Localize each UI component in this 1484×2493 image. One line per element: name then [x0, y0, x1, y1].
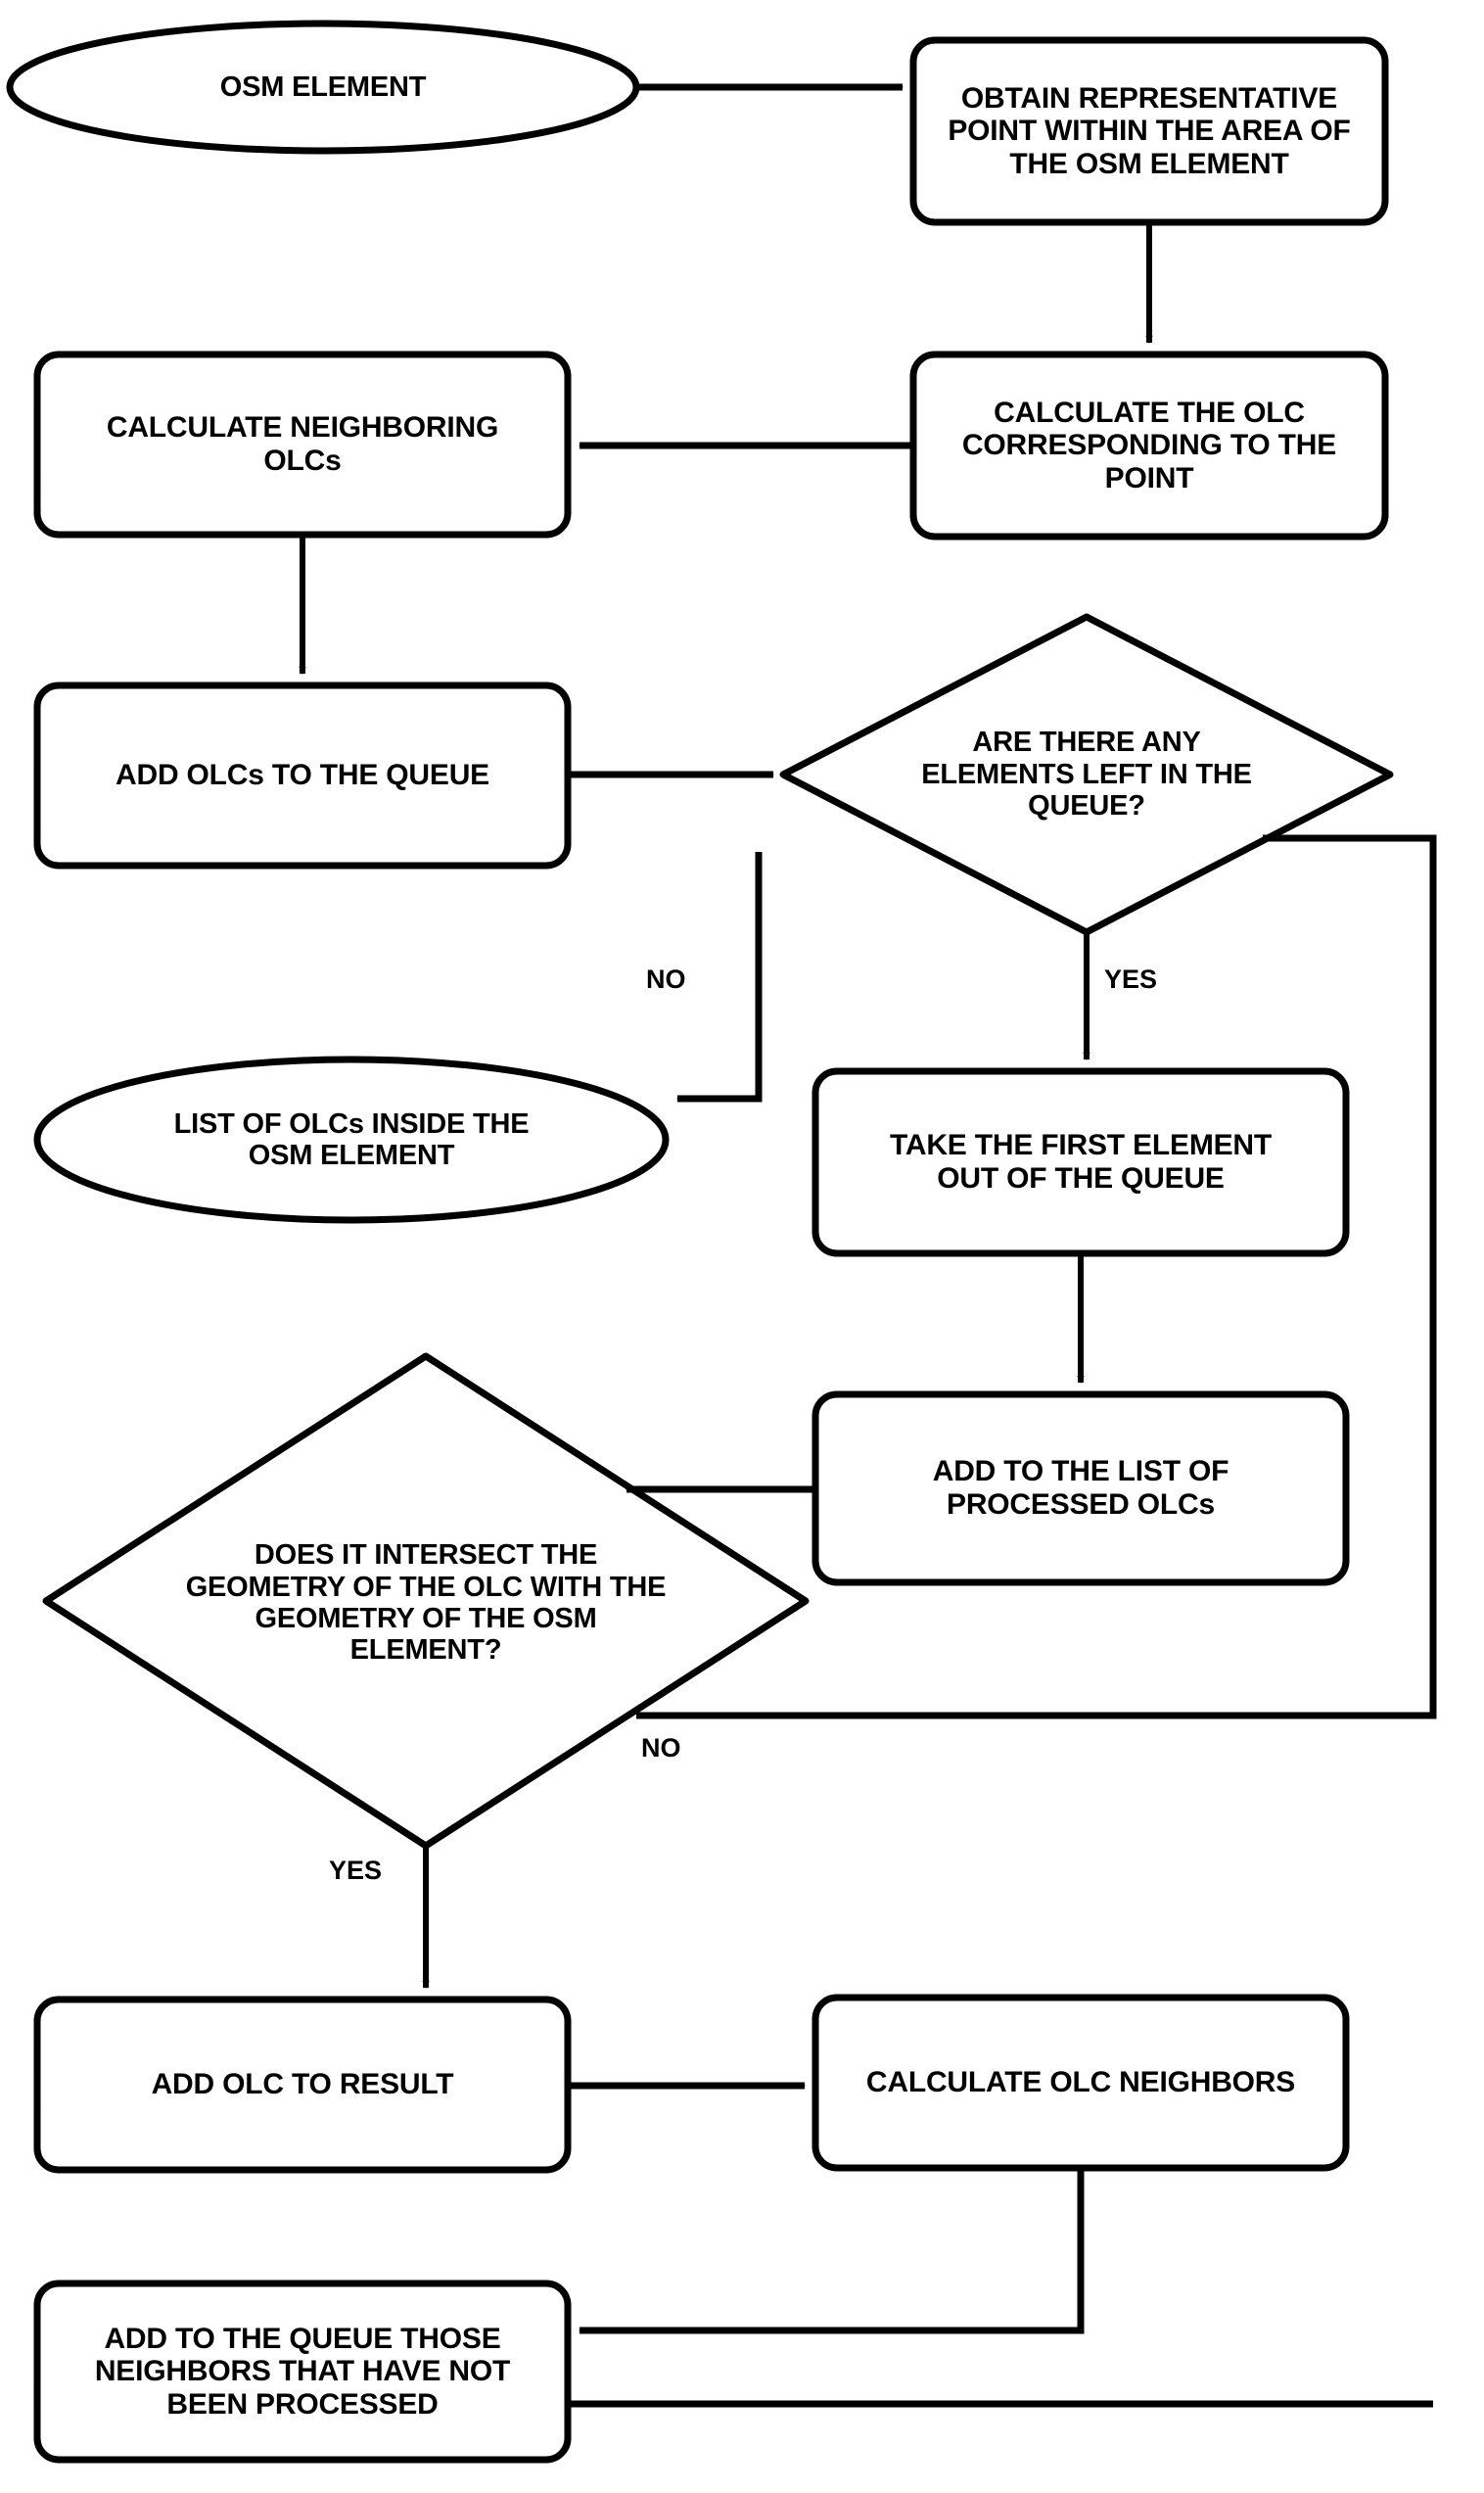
node-calculate-olc-for-point [909, 351, 1389, 541]
node-take-first-element [812, 1067, 1350, 1257]
edge-intersect-no-to-decision [636, 834, 1437, 1719]
node-add-olcs-to-queue [33, 682, 572, 870]
edge-label-intersect-no: NO [641, 1733, 681, 1763]
node-osm-element [6, 20, 640, 155]
node-add-to-processed-list [812, 1390, 1350, 1586]
edge-label-intersect-yes: YES [329, 1856, 383, 1885]
edge-calc-neighbors-to-add-unprocessed [579, 2168, 1085, 2334]
edge-decision-no-to-list [676, 852, 763, 1103]
node-add-olc-to-result [33, 1996, 572, 2174]
node-does-it-intersect [42, 1352, 810, 1850]
node-obtain-representative-point [909, 36, 1389, 226]
node-calculate-olc-neighbors [812, 1994, 1350, 2172]
edge-label-queue-yes: YES [1104, 964, 1158, 994]
node-add-unprocessed-neighbors-to-queue [33, 2280, 572, 2464]
node-calculate-neighboring-olcs [33, 351, 572, 539]
edge-label-queue-no: NO [646, 964, 686, 994]
node-elements-left-in-queue [779, 613, 1394, 936]
node-list-of-olcs-inside [33, 1056, 670, 1224]
